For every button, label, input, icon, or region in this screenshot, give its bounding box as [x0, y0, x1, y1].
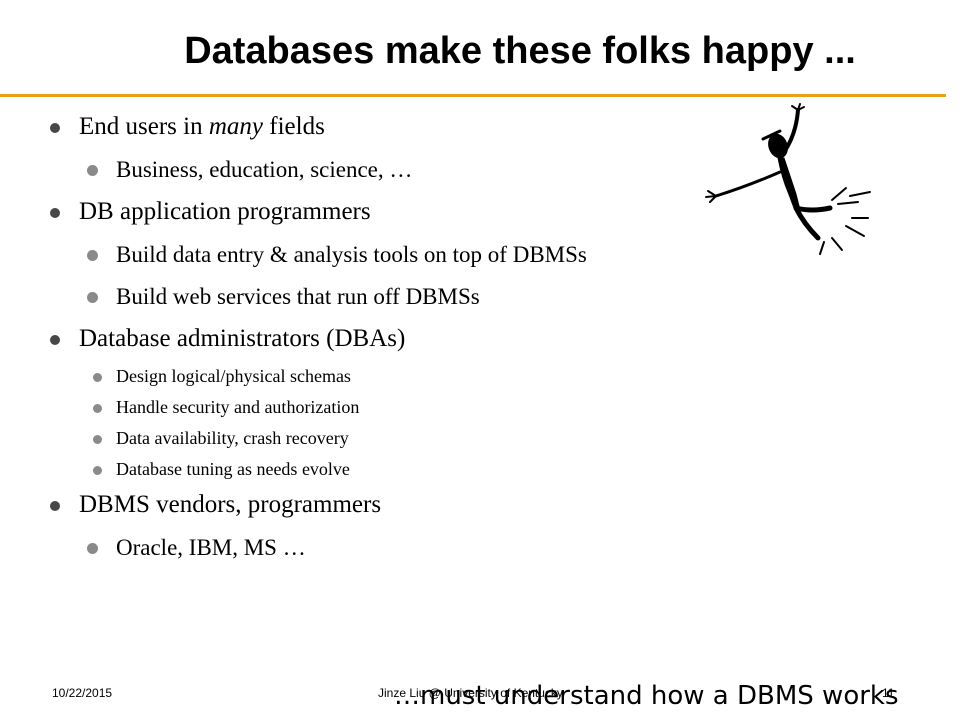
bullet-security: Handle security and authorization [93, 397, 360, 418]
bullet-build-tools: Build data entry & analysis tools on top… [87, 242, 587, 268]
bullet-dot [50, 208, 60, 218]
bullet-text: Database administrators (DBAs) [79, 325, 406, 352]
bullet-design-schemas: Design logical/physical schemas [93, 366, 351, 387]
bullet-dot [50, 335, 60, 345]
bullet-dot [50, 123, 60, 133]
bullet-dot [87, 250, 98, 261]
bullet-text: Handle security and authorization [116, 397, 360, 417]
bullet-dot [93, 373, 102, 382]
closing-caption: …must understand how a DBMS works [394, 681, 899, 711]
bullet-text: Build web services that run off DBMSs [116, 284, 480, 309]
bullet-dot [87, 292, 98, 303]
footer-author: Jinze Liu @ University of Kentucky [378, 686, 563, 700]
bullet-dbas: Database administrators (DBAs) [50, 325, 406, 353]
bullet-text: End users in [79, 113, 209, 140]
bullet-text: Data availability, crash recovery [116, 428, 349, 448]
bullet-availability: Data availability, crash recovery [93, 428, 349, 449]
bullet-emphasis: many [208, 113, 264, 140]
bullet-text: fields [263, 113, 325, 140]
footer-date: 10/22/2015 [52, 686, 113, 700]
bullet-vendors: DBMS vendors, programmers [50, 491, 382, 519]
bullet-text: Business, education, science, … [116, 157, 413, 182]
bullet-web-services: Build web services that run off DBMSs [87, 284, 480, 310]
bullet-end-users: End users in many fields [50, 113, 325, 141]
bullet-dot [87, 543, 98, 554]
bullet-text: DB application programmers [79, 198, 371, 225]
bullet-db-programmers: DB application programmers [50, 198, 371, 226]
title-divider [0, 94, 946, 97]
bullet-dot [87, 165, 98, 176]
bullet-tuning: Database tuning as needs evolve [93, 459, 350, 480]
bullet-text: Build data entry & analysis tools on top… [116, 242, 587, 267]
bullet-dot [93, 435, 102, 444]
slide-title: Databases make these folks happy ... [184, 30, 856, 72]
happy-stick-figure-icon [705, 103, 871, 255]
bullet-dot [93, 404, 102, 413]
bullet-text: Database tuning as needs evolve [116, 459, 350, 479]
footer-page-number: 11 [882, 686, 895, 700]
bullet-text: Design logical/physical schemas [116, 366, 351, 386]
bullet-business-education: Business, education, science, … [87, 157, 413, 183]
bullet-dot [93, 466, 102, 475]
bullet-dot [50, 501, 60, 511]
bullet-text: Oracle, IBM, MS … [116, 535, 306, 560]
bullet-text: DBMS vendors, programmers [79, 491, 382, 518]
bullet-oracle-ibm-ms: Oracle, IBM, MS … [87, 535, 306, 561]
